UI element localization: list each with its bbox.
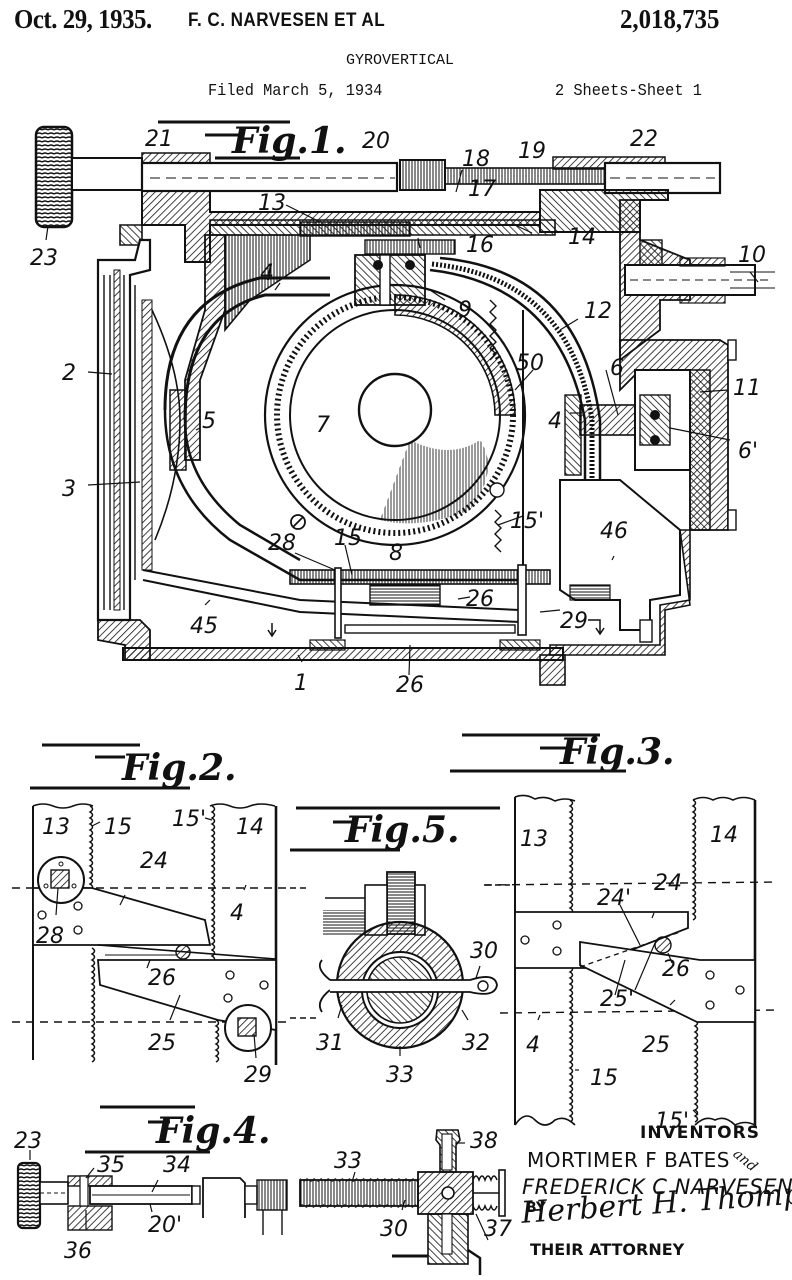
fig1-label-17: 17	[468, 177, 496, 202]
fig5-caption-text: Fig.5.	[344, 809, 460, 851]
fig1-label-13: 13	[258, 191, 286, 216]
fig1-label-18: 18	[462, 147, 490, 172]
fig1-label-23: 23	[30, 246, 58, 271]
fig4-caption-text: Fig.4.	[155, 1110, 271, 1152]
fig1-label-1: 1	[294, 671, 308, 696]
fig3-label-26: 26	[662, 957, 690, 982]
fig4-label-23: 23	[14, 1129, 42, 1154]
fig1-label-26-lower: 26	[396, 673, 424, 698]
fig1-label-8: 8	[389, 541, 403, 566]
fig3-label-24: 24	[654, 871, 682, 896]
figure-1: Fig.1.	[30, 120, 775, 698]
fig1-label-14: 14	[568, 225, 596, 250]
fig3-label-14: 14	[710, 823, 738, 848]
fig3-label-25prime: 25'	[600, 987, 634, 1012]
fig2-caption-text: Fig.2.	[121, 747, 237, 789]
fig4-label-20prime: 20'	[148, 1213, 182, 1238]
fig4-label-34: 34	[163, 1153, 191, 1178]
fig2-label-26: 26	[148, 966, 176, 991]
fig1-label-3: 3	[62, 477, 76, 502]
fig4-label-35: 35	[97, 1153, 125, 1178]
fig1-label-15: 15	[334, 526, 362, 551]
fig1-label-21: 21	[145, 127, 173, 152]
fig3-label-15prime: 15'	[655, 1109, 689, 1134]
fig1-label-28: 28	[268, 531, 296, 556]
attorney-role: THEIR ATTORNEY	[530, 1240, 685, 1259]
fig5-label-32: 32	[462, 1031, 490, 1056]
fig3-label-13: 13	[520, 827, 548, 852]
fig3-label-25: 25	[642, 1033, 670, 1058]
fig1-label-46: 46	[600, 519, 628, 544]
fig2-label-13: 13	[42, 815, 70, 840]
fig4-label-36: 36	[64, 1239, 92, 1264]
fig1-label-26-upper: 26	[466, 587, 494, 612]
fig4-label-37: 37	[484, 1217, 512, 1242]
fig5-label-31: 31	[316, 1031, 344, 1056]
knob	[34, 125, 74, 229]
fig5-caption: Fig.5.	[290, 806, 500, 852]
inventors-heading: INVENTORS	[640, 1123, 760, 1143]
fig1-label-4-right: 4	[548, 409, 562, 434]
fig1-label-7: 7	[316, 413, 330, 438]
shaft	[71, 157, 143, 191]
fig1-label-10: 10	[738, 243, 766, 268]
fig1-label-9: 9	[458, 298, 472, 323]
sheet-count: 2 Sheets-Sheet 1	[555, 82, 702, 101]
fig2-label-29: 29	[244, 1063, 272, 1088]
figure-3: Fig.3.	[450, 731, 779, 1134]
fig1-label-4-top: 4	[260, 261, 274, 286]
fig5-label-30: 30	[470, 939, 498, 964]
inventor-name-2: FREDERICK C NARVESEN	[522, 1175, 792, 1199]
fig1-label-15prime: 15'	[510, 509, 544, 534]
fig4-caption: Fig.4.	[85, 1105, 271, 1154]
fig2-label-25: 25	[148, 1031, 176, 1056]
fig3-caption: Fig.3.	[450, 731, 675, 773]
fig1-label-22: 22	[630, 127, 658, 152]
fig1-label-29: 29	[560, 609, 588, 634]
fig5-label-33: 33	[386, 1063, 414, 1088]
fig3-label-4: 4	[526, 1033, 540, 1058]
patent-number: 2,018,735	[620, 4, 720, 34]
fig4-label-33: 33	[334, 1149, 362, 1174]
inventor-name-1: MORTIMER F BATES	[527, 1148, 730, 1172]
fig1-label-2: 2	[62, 361, 76, 386]
fig2-label-24: 24	[140, 849, 168, 874]
fig4-label-30: 30	[380, 1217, 408, 1242]
fig1-label-6: 6	[610, 356, 624, 381]
fig1-label-45: 45	[190, 614, 218, 639]
fig3-label-15: 15	[590, 1066, 618, 1091]
fig3-caption-text: Fig.3.	[559, 731, 675, 773]
figure-5: Fig.5. 30 31 32 33	[290, 806, 510, 1088]
fig1-label-6prime: 6'	[738, 439, 758, 464]
figure-4: Fig.4.	[14, 1105, 512, 1275]
fig1-label-5: 5	[202, 409, 216, 434]
fig1-label-50: 50	[516, 351, 544, 376]
fig1-label-20: 20	[362, 129, 390, 154]
by-label: BY	[526, 1200, 547, 1216]
fig1-label-19: 19	[518, 139, 546, 164]
fig2-caption: Fig.2.	[30, 743, 237, 790]
fig1-label-11: 11	[733, 376, 761, 401]
inventor-line: F. C. NARVESEN ET AL	[188, 10, 386, 31]
fig3-label-24prime: 24'	[597, 886, 631, 911]
fig4-label-38: 38	[470, 1129, 498, 1154]
fig2-label-28: 28	[36, 924, 64, 949]
fig1-label-12: 12	[584, 299, 612, 324]
patent-title: GYROVERTICAL	[346, 52, 455, 69]
fig1-caption-text: Fig.1.	[231, 120, 347, 162]
fig1-label-16: 16	[466, 233, 494, 258]
figure-2: Fig.2.	[12, 743, 290, 1088]
filed-date: Filed March 5, 1934	[208, 82, 383, 101]
fig2-label-4: 4	[230, 901, 244, 926]
fig2-label-15prime: 15'	[172, 807, 206, 832]
fig1-caption: Fig.1.	[158, 120, 347, 162]
fig2-label-14: 14	[236, 815, 264, 840]
patent-date: Oct. 29, 1935.	[14, 4, 152, 34]
fig2-label-15: 15	[104, 815, 132, 840]
